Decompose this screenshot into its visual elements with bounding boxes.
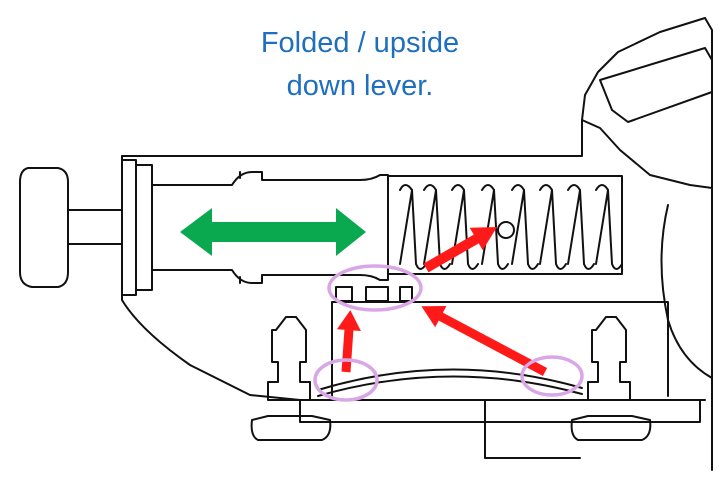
highlight-lever-left <box>313 358 379 402</box>
highlight-lever-right <box>520 355 584 397</box>
housing-top-edge <box>121 119 583 157</box>
caption-line-1: Folded / upside <box>260 27 460 59</box>
highlight-circles <box>313 264 584 402</box>
push-knob <box>19 167 69 288</box>
caption-line-2: down lever. <box>286 70 434 102</box>
spring-ball <box>497 221 515 239</box>
housing-lower-body <box>121 155 706 401</box>
upper-lever-arm <box>599 47 713 123</box>
inner-cavity <box>331 301 669 397</box>
spring-housing <box>387 175 623 275</box>
housing-base <box>299 399 701 459</box>
push-rod <box>67 209 123 245</box>
force-arrow-lever-right <box>421 306 548 376</box>
right-stud <box>570 316 652 441</box>
housing-outline <box>581 17 713 471</box>
compression-spring <box>399 184 623 270</box>
highlight-detent-slots <box>327 264 423 312</box>
plunger-inner-groove <box>151 171 241 284</box>
left-stud <box>250 316 332 441</box>
force-arrows <box>336 227 548 376</box>
diagram-caption: Folded / upside down lever. <box>200 22 520 108</box>
curved-leaf-lever <box>317 368 583 397</box>
body-curve <box>660 204 713 379</box>
plunger-flange <box>121 159 137 296</box>
force-arrow-to-ball <box>423 227 498 273</box>
detent-slots <box>335 286 413 302</box>
sliding-direction-arrow <box>180 208 366 256</box>
